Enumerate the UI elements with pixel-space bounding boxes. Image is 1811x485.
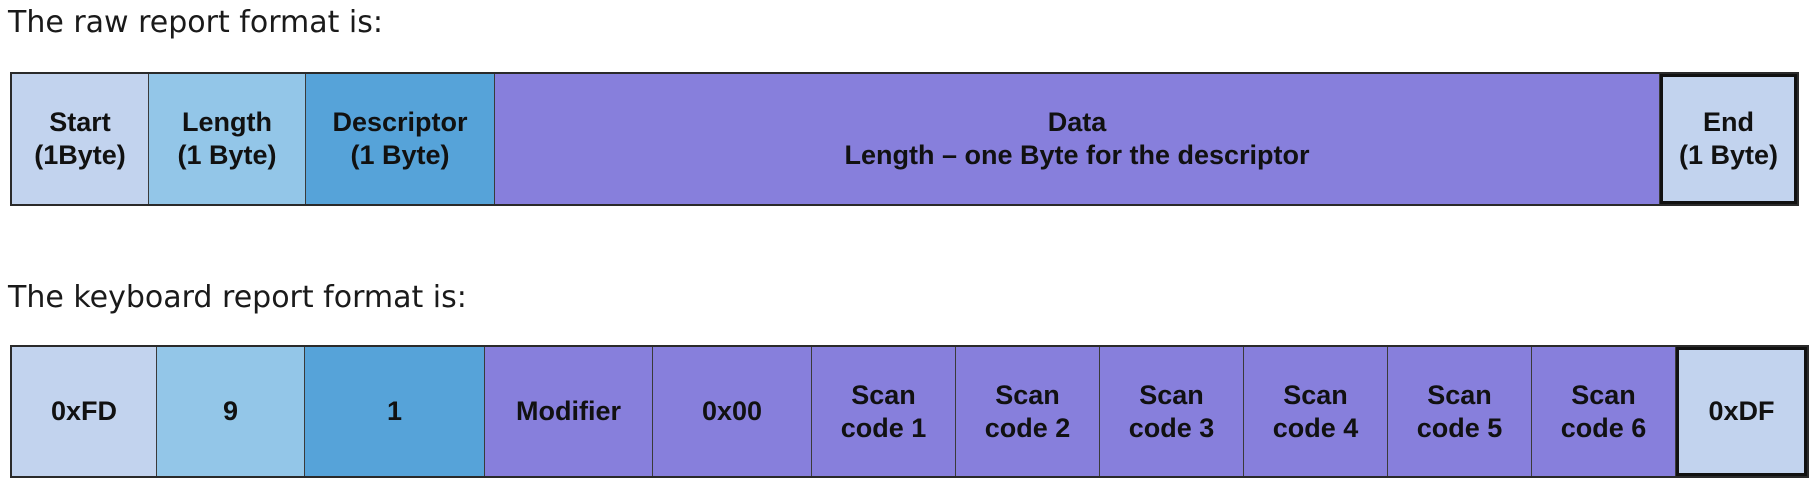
kbd-start-cell: 0xFD <box>12 347 157 476</box>
kbd-modifier-cell: Modifier <box>485 347 653 476</box>
kbd-descriptor-cell: 1 <box>305 347 485 476</box>
raw-start-cell: Start (1Byte) <box>12 74 149 204</box>
raw-report-caption: The raw report format is: <box>8 5 383 40</box>
kbd-scan-code-4-cell: Scan code 4 <box>1244 347 1388 476</box>
kbd-scan-code-2-cell: Scan code 2 <box>956 347 1100 476</box>
kbd-length-cell: 9 <box>157 347 305 476</box>
raw-length-cell: Length (1 Byte) <box>149 74 306 204</box>
kbd-end-cell: 0xDF <box>1676 347 1807 476</box>
kbd-reserved-cell: 0x00 <box>653 347 812 476</box>
raw-report-table: Start (1Byte) Length (1 Byte) Descriptor… <box>10 72 1799 206</box>
raw-data-cell: Data Length – one Byte for the descripto… <box>495 74 1660 204</box>
kbd-scan-code-5-cell: Scan code 5 <box>1388 347 1532 476</box>
raw-end-cell: End (1 Byte) <box>1660 74 1797 204</box>
keyboard-report-table: 0xFD 9 1 Modifier 0x00 Scan code 1 Scan … <box>10 345 1809 478</box>
keyboard-report-caption: The keyboard report format is: <box>8 280 467 315</box>
raw-descriptor-cell: Descriptor (1 Byte) <box>306 74 495 204</box>
kbd-scan-code-3-cell: Scan code 3 <box>1100 347 1244 476</box>
kbd-scan-code-6-cell: Scan code 6 <box>1532 347 1676 476</box>
kbd-scan-code-1-cell: Scan code 1 <box>812 347 956 476</box>
